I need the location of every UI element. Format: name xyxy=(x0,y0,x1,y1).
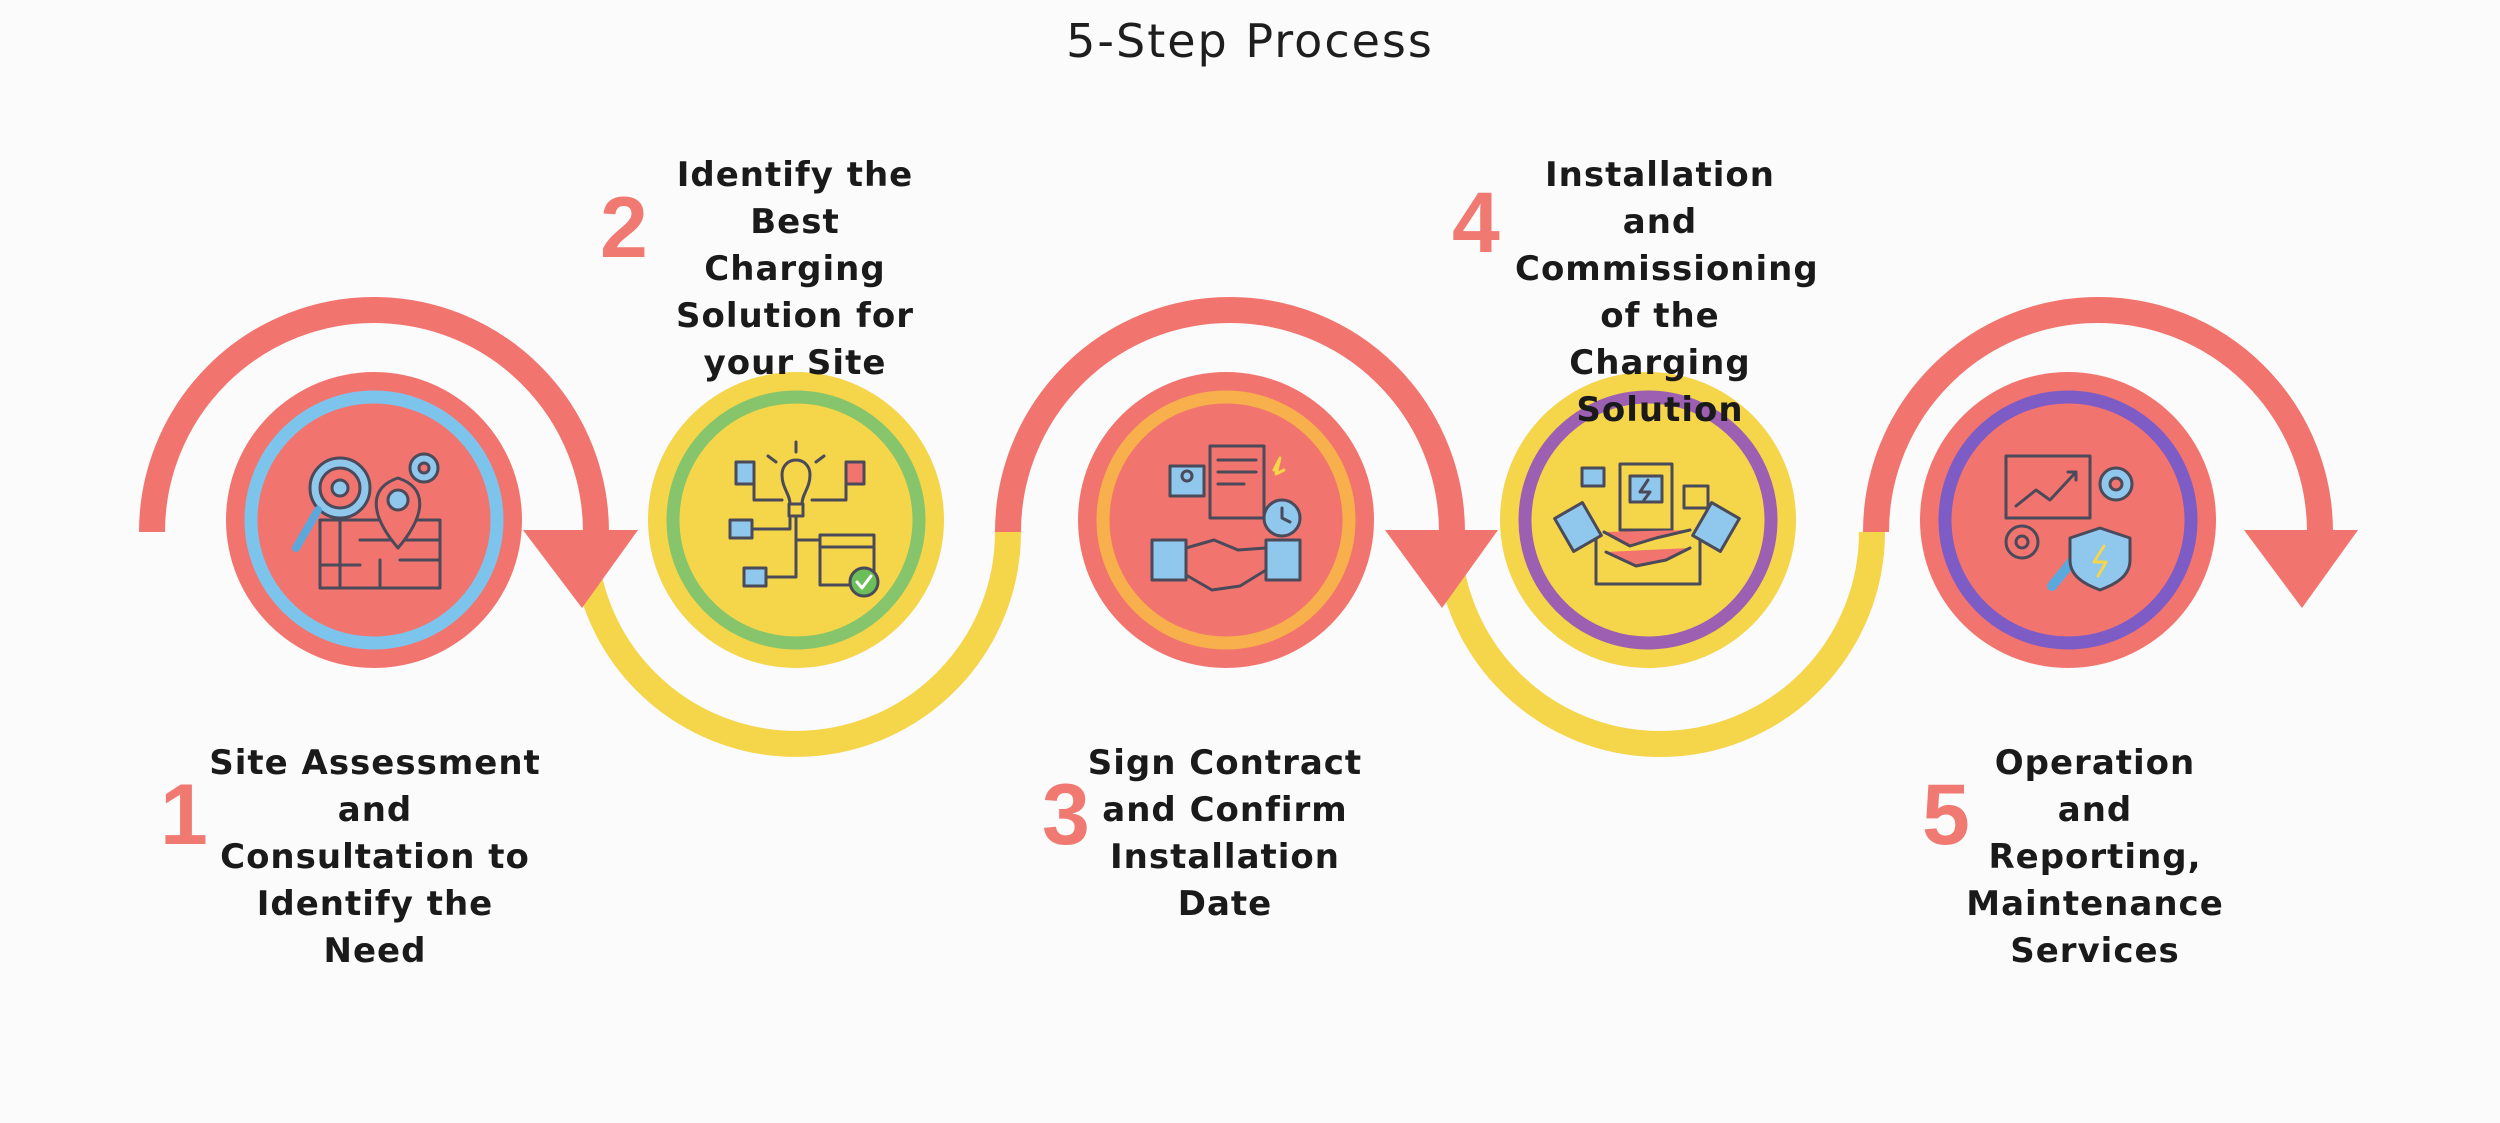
step-number-4: 4 xyxy=(1452,175,1500,271)
page-title: 5-Step Process xyxy=(1066,14,1434,68)
step-label-line: Charging xyxy=(704,249,886,289)
connector-arc-1 xyxy=(139,297,609,533)
connector-arc-4 xyxy=(1435,531,1885,757)
step-label-line: Site Assessment xyxy=(209,743,541,783)
connector-arc-3 xyxy=(995,297,1465,533)
charging-ideas-icon xyxy=(728,440,880,598)
step-number-5: 5 xyxy=(1922,767,1970,863)
step-label-line: Reporting, xyxy=(1988,837,2202,877)
connector-arc-2 xyxy=(571,531,1021,757)
step-label-line: Commissioning xyxy=(1515,249,1819,289)
step-label-line: Solution xyxy=(1576,390,1744,430)
step-label-line: Identify the Need xyxy=(256,884,494,971)
step-circle-3 xyxy=(1078,372,1374,668)
step-label-line: and Consultation to xyxy=(220,790,530,877)
step-label-line: of the Charging xyxy=(1569,296,1751,383)
step-number-1: 1 xyxy=(160,767,208,863)
site-map-search-icon xyxy=(292,452,442,590)
step-label-line: Maintenance xyxy=(1966,884,2224,924)
arrowhead-1 xyxy=(523,530,638,608)
step-number-3: 3 xyxy=(1042,767,1090,863)
arrowhead-3 xyxy=(2244,530,2358,608)
step-label-line: and Confirm xyxy=(1102,790,1348,830)
maintenance-report-icon xyxy=(2004,454,2134,592)
arrowhead-2 xyxy=(1385,530,1498,608)
step-label-line: Sign Contract xyxy=(1087,743,1363,783)
step-circle-5 xyxy=(1920,372,2216,668)
step-label-line: Services xyxy=(2010,931,2180,971)
step-label-line: Identify the Best xyxy=(676,155,914,242)
step-label-line: Installation and xyxy=(1544,155,1775,242)
connector-arc-5 xyxy=(1863,297,2333,533)
step-label-line: Operation and xyxy=(1994,743,2196,830)
charger-handshake-icon xyxy=(1553,462,1741,586)
step-number-2: 2 xyxy=(600,180,648,276)
step-label-line: Installation Date xyxy=(1109,837,1340,924)
step-label-line: Solution for xyxy=(676,296,914,336)
contract-handshake-icon xyxy=(1150,444,1302,592)
step-label-line: your Site xyxy=(703,343,887,383)
